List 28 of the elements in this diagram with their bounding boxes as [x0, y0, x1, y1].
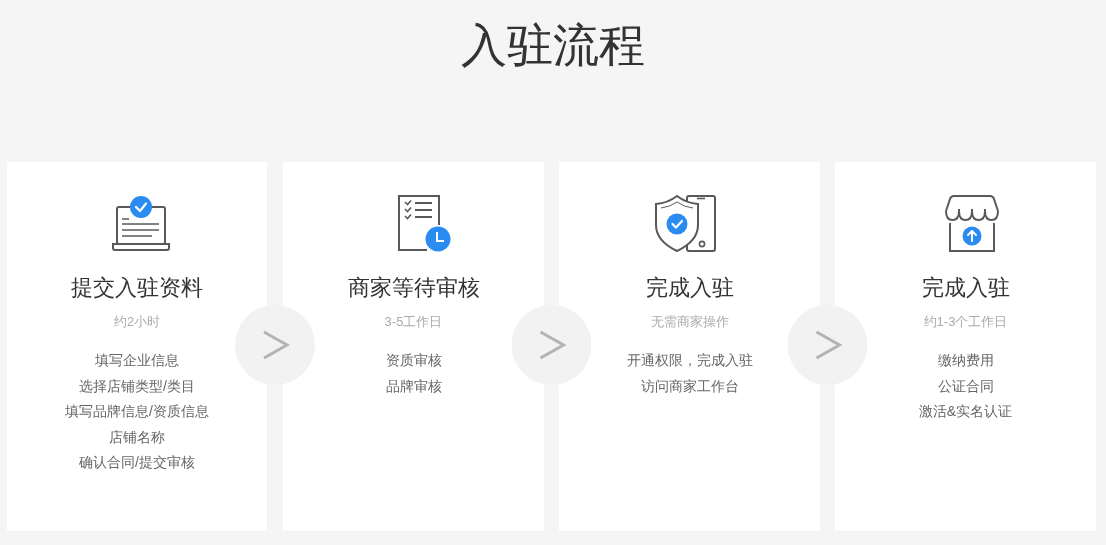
subtitle-text: 3-5工作日 [384, 313, 443, 331]
step-item: 选择店铺类型/类目 [79, 376, 195, 396]
step-item: 资质审核 [385, 351, 442, 370]
step-heading: 提交入驻资料 [71, 274, 203, 302]
step-card [283, 162, 544, 531]
step-card [835, 162, 1096, 531]
step-card [7, 162, 267, 531]
step-item: 缴纳费用 [937, 351, 994, 370]
step-item: 访问商家工作台 [640, 376, 739, 396]
page-title: 入驻流程 [461, 18, 645, 73]
step-heading: 商家等待审核 [347, 274, 480, 302]
step-card [559, 162, 820, 531]
step-item: 品牌审核 [385, 376, 442, 396]
step-item: 开通权限，完成入驻 [626, 351, 753, 370]
subtitle-text: 约2小时 [113, 313, 161, 331]
step-item: 填写企业信息 [95, 351, 179, 370]
step-item: 填写品牌信息/资质信息 [65, 402, 209, 421]
subtitle-text: 无需商家操作 [650, 313, 729, 331]
chevron-arrow [815, 330, 843, 360]
chevron-arrow [539, 330, 567, 360]
step-item: 激活&实名认证 [918, 402, 1013, 421]
subtitle-text: 约1-3个工作日 [923, 313, 1008, 331]
step-heading: 完成入驻 [645, 274, 734, 302]
step-item: 公证合同 [937, 376, 994, 396]
step-item: 确认合同/提交审核 [79, 453, 195, 472]
step-heading: 完成入驻 [921, 274, 1010, 302]
chevron-arrow [263, 330, 291, 360]
step-item: 店铺名称 [109, 427, 165, 447]
